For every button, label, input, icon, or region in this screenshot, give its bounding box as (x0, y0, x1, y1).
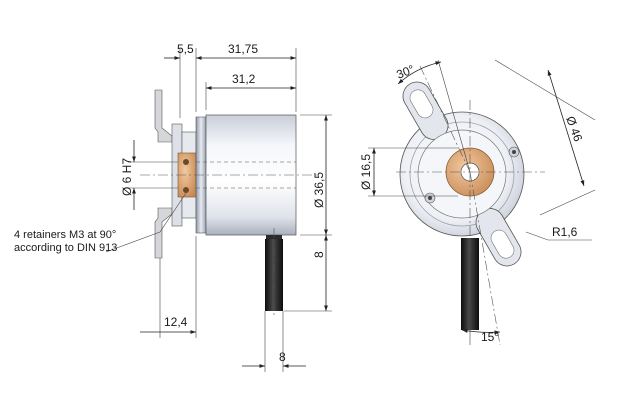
dim-8-vertical: 8 (312, 251, 326, 258)
side-view: 5,5 31,75 31,2 Ø 36,5 8 Ø 6 H7 12,4 8 (14, 42, 332, 372)
housing-inner-ring (409, 121, 515, 227)
retainer-screw-top (183, 159, 189, 165)
dim-36-5: Ø 36,5 (312, 172, 326, 208)
dim-15-deg: 15° (481, 330, 499, 344)
dim-30-deg: 30° (394, 62, 416, 82)
mounting-spring-top (154, 89, 173, 143)
dim-12-4: 12,4 (164, 315, 188, 329)
front-cable (461, 238, 479, 330)
retainer-screw-bottom (183, 187, 189, 193)
front-view: 30° Ø 46 Ø 16,5 R1,6 15° (359, 59, 596, 346)
dim-16-5: Ø 16,5 (359, 154, 373, 190)
dim-r1-6: R1,6 (552, 225, 578, 239)
retainer-note-line2: according to DIN 913 (14, 242, 117, 254)
cable (265, 239, 283, 311)
dim-8-horizontal: 8 (279, 350, 286, 364)
dim-6-h7: Ø 6 H7 (120, 158, 134, 196)
dim-31-75: 31,75 (228, 42, 258, 56)
spring-arm-top (402, 81, 449, 140)
dim-31-2: 31,2 (232, 72, 256, 86)
dim-5-5: 5,5 (177, 42, 194, 56)
retainer-note-line1: 4 retainers M3 at 90° (14, 229, 116, 241)
